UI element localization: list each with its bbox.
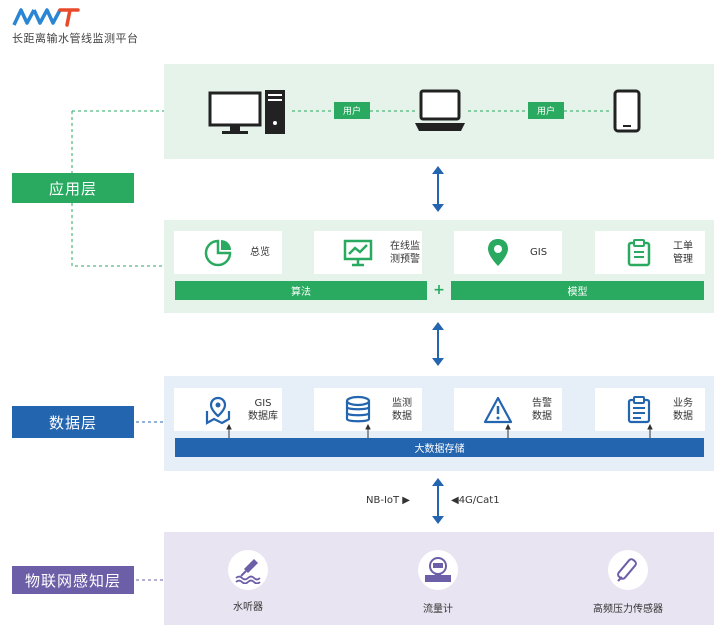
pc-tower-icon (264, 89, 286, 139)
online-warning-card[interactable]: 在线监 测预警 (314, 231, 422, 274)
hydrophone-icon (228, 550, 268, 590)
map-location-icon (202, 394, 234, 426)
work-order-card[interactable]: 工单 管理 (595, 231, 705, 274)
gis-database-card[interactable]: GIS 数据库 (174, 388, 282, 431)
platform-title: 长距离输水管线监测平台 (12, 32, 139, 45)
online-warning-label-1: 在线监 (390, 240, 420, 252)
nb-iot-label: NB-IoT ▶ (366, 495, 410, 506)
flow-meter-label: 流量计 (423, 604, 453, 615)
monitoring-data-label-2: 数据 (392, 410, 412, 422)
warning-icon (482, 394, 514, 426)
nwt-logo-icon (12, 8, 80, 27)
pressure-sensor-label: 高频压力传感器 (593, 604, 663, 615)
logo (12, 6, 82, 28)
flow-meter-icon (418, 550, 458, 590)
work-order-label-1: 工单 (673, 240, 693, 252)
work-order-label-2: 管理 (673, 253, 693, 265)
business-data-card[interactable]: 业务 数据 (595, 388, 705, 431)
gis-label: GIS (530, 247, 548, 258)
alarm-data-card[interactable]: 告警 数据 (454, 388, 562, 431)
business-data-label-1: 业务 (673, 397, 693, 409)
business-data-label-2: 数据 (673, 410, 693, 422)
model-bar: 模型 (451, 281, 704, 300)
phone-icon (613, 89, 641, 137)
laptop-icon (413, 89, 467, 137)
gis-card[interactable]: GIS (454, 231, 562, 274)
monitoring-data-label-1: 监测 (392, 397, 412, 409)
algorithm-bar: 算法 (175, 281, 427, 300)
user-tag-1: 用户 (334, 102, 370, 119)
user-tag-2: 用户 (528, 102, 564, 119)
gis-database-label-1: GIS (254, 397, 272, 409)
overview-label: 总览 (250, 247, 270, 258)
monitoring-data-card[interactable]: 监测 数据 (314, 388, 422, 431)
online-warning-label-2: 测预警 (390, 253, 420, 265)
big-data-storage-bar: 大数据存储 (175, 438, 704, 457)
pie-chart-icon (202, 237, 234, 269)
gis-database-label-2: 数据库 (248, 410, 278, 422)
data-layer-label: 数据层 (12, 406, 134, 438)
iot-layer-label: 物联网感知层 (12, 566, 134, 594)
database-icon (342, 394, 374, 426)
map-pin-icon (482, 237, 514, 269)
pressure-sensor-icon (608, 550, 648, 590)
4g-cat1-label: ◀4G/Cat1 (451, 495, 500, 506)
alarm-data-label-1: 告警 (532, 397, 552, 409)
plus-sign: + (433, 282, 445, 298)
clipboard-icon (623, 237, 655, 269)
monitor-icon (208, 91, 262, 139)
overview-card[interactable]: 总览 (174, 231, 282, 274)
hydrophone-label: 水听器 (233, 602, 263, 613)
monitor-chart-icon (342, 237, 374, 269)
app-layer-label: 应用层 (12, 173, 134, 203)
alarm-data-label-2: 数据 (532, 410, 552, 422)
clipboard-list-icon (623, 394, 655, 426)
